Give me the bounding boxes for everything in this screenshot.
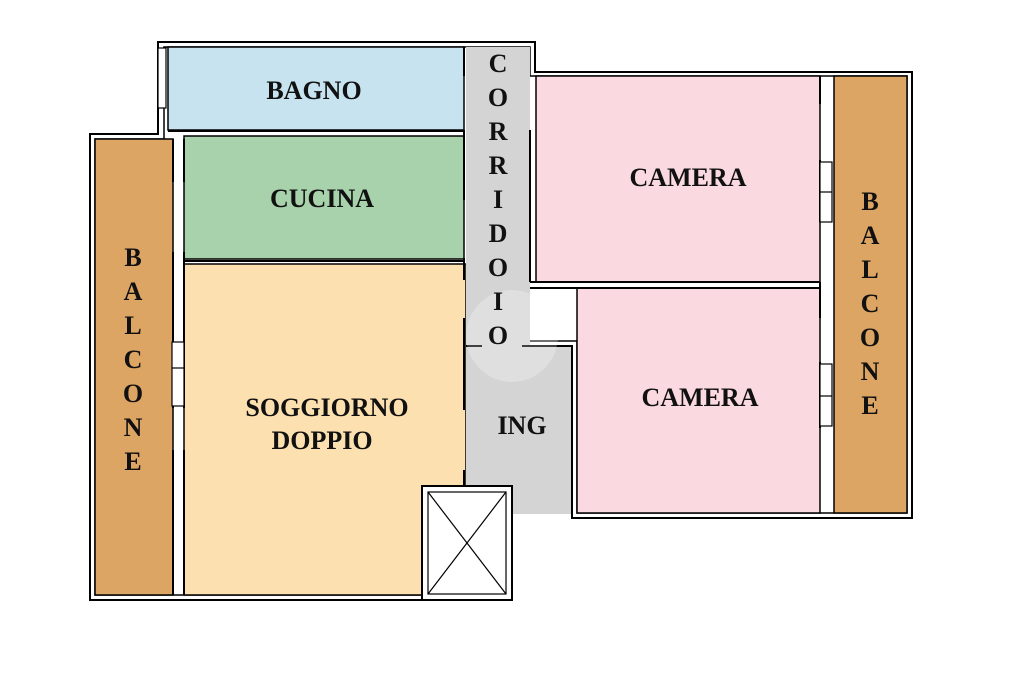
balcone-left (94, 138, 174, 596)
room-cucina (183, 135, 465, 260)
label-soggiorno-line2: DOPPIO (271, 426, 372, 455)
balcone-right (833, 75, 908, 514)
elevator-shaft (421, 485, 513, 601)
label-bagno: BAGNO (266, 76, 361, 105)
watermark (466, 290, 558, 382)
label-ingresso: ING (497, 411, 546, 440)
label-soggiorno-line1: SOGGIORNO (245, 393, 408, 422)
interior-walls (157, 42, 821, 595)
room-corridoio (466, 47, 530, 346)
label-camera-bottom: CAMERA (642, 383, 759, 412)
label-camera-top: CAMERA (630, 163, 747, 192)
room-bagno (167, 46, 465, 131)
label-cucina: CUCINA (270, 184, 374, 213)
window-markers (157, 47, 833, 427)
room-soggiorno-doppio (183, 263, 467, 596)
